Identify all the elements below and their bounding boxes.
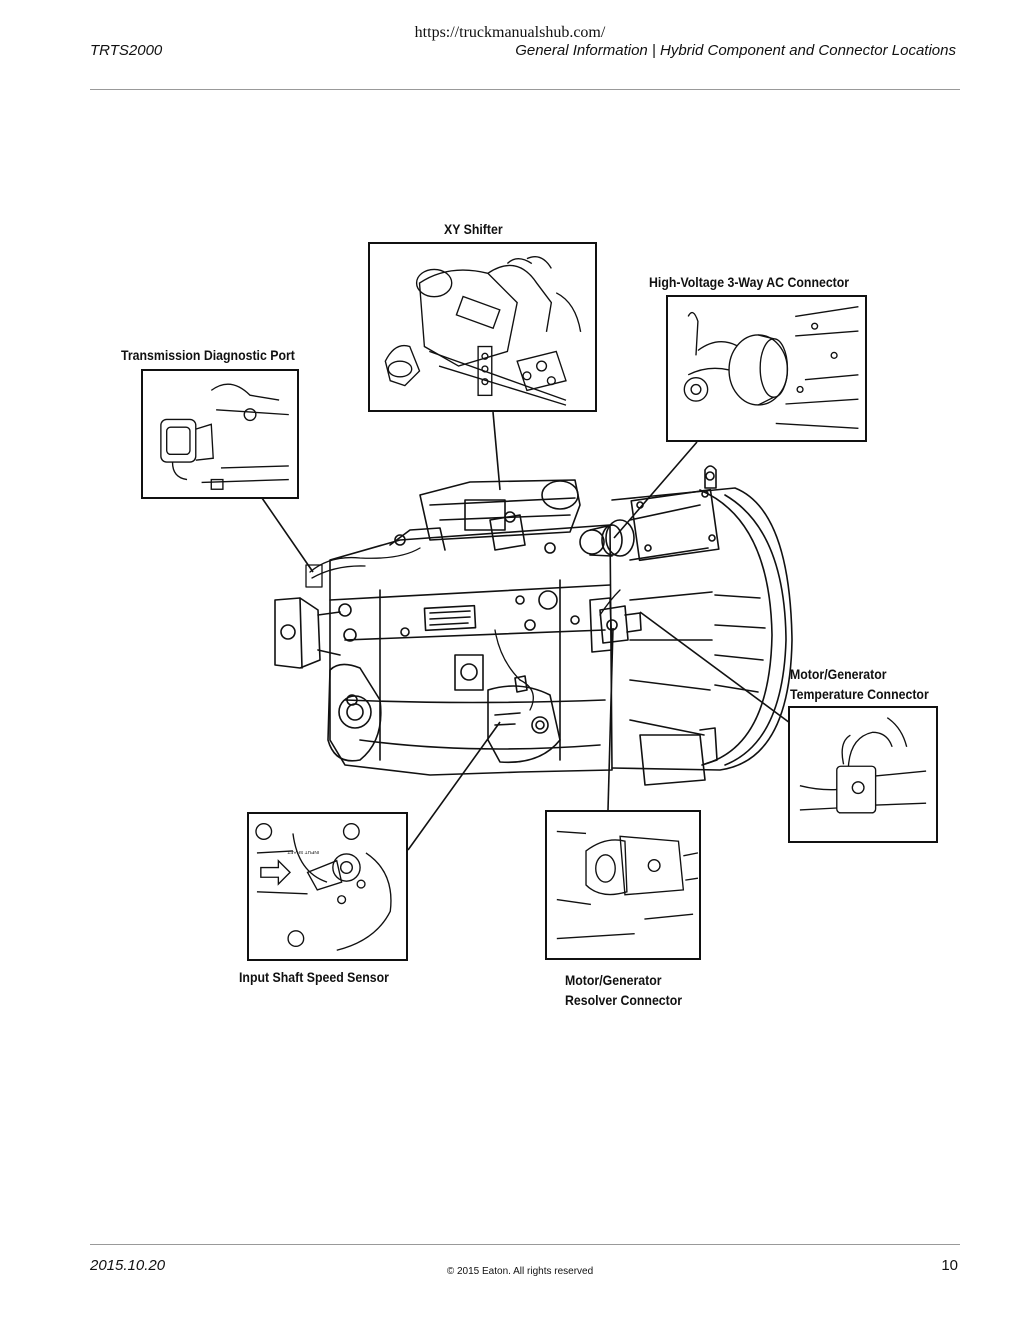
callout-label-input-shaft-sensor: Input Shaft Speed Sensor [239,969,389,985]
hv-connector-drawing [579,519,635,557]
document-id: TRTS2000 [90,42,163,59]
publication-date: 2015.10.20 [90,1257,166,1274]
callout-hv-ac-connector [666,295,867,442]
footer-rule [90,1244,960,1245]
source-url: https://truckmanualshub.com/ [414,24,606,41]
main-case [329,524,613,776]
callout-label-diagnostic-port: Transmission Diagnostic Port [121,347,295,363]
bell-housing [611,465,793,786]
wire-harness [305,547,621,711]
hv-connector-detail [683,306,859,430]
callout-label-mg-temp-connector: Motor/Generator Temperature Connector [790,666,929,702]
callout-diagnostic-port [141,369,299,499]
page-number: 10 [941,1257,958,1274]
header-rule [90,89,960,90]
callout-label-hv-ac-connector: High-Voltage 3-Way AC Connector [649,274,850,290]
callout-input-shaft-sensor: INPUT SHAFT [247,812,408,961]
sensor-cover [487,675,561,764]
svg-text:INPUT SHAFT: INPUT SHAFT [287,849,319,855]
callout-xy-shifter [368,242,597,412]
section-title: General Information | Hybrid Component a… [515,42,956,59]
callout-mg-temp-connector [788,706,938,843]
speed-sensor-detail: INPUT SHAFT [255,823,392,951]
copyright-notice: © 2015 Eaton. All rights reserved [446,1266,594,1277]
resolver-connector-detail [556,830,699,940]
xy-shifter-detail [384,256,582,406]
callout-label-xy-shifter: XY Shifter [444,221,503,237]
resolver-drawing [599,605,642,644]
diagnostic-port-detail [160,383,289,490]
callout-label-mg-resolver-connector: Motor/Generator Resolver Connector [565,972,683,1008]
output-yoke [274,597,382,762]
shifter-assembly [389,479,581,554]
callout-mg-resolver-connector [545,810,701,960]
leader-lines [261,411,791,851]
temp-connector-detail [799,717,927,814]
